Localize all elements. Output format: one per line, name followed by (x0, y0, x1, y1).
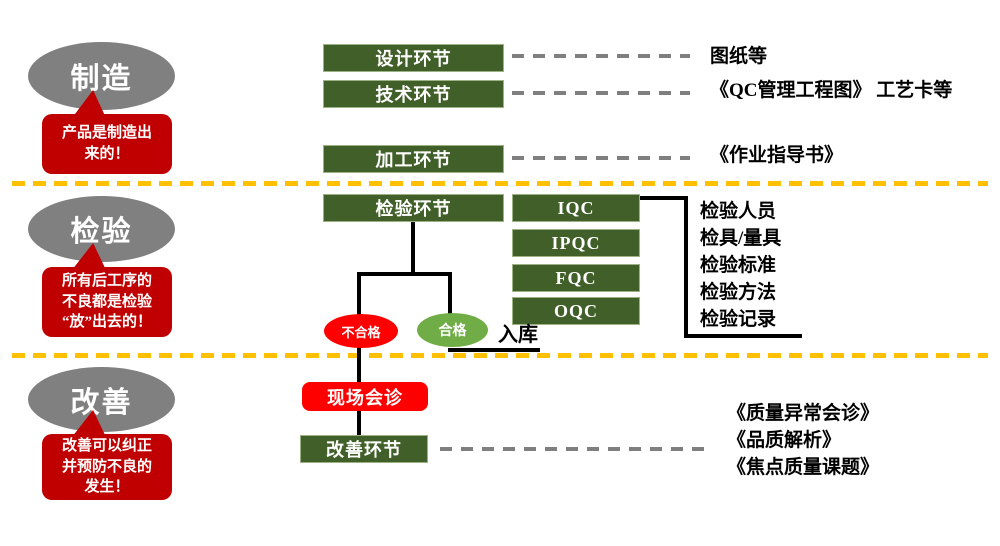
box-inspection-stage: 检验环节 (323, 194, 504, 222)
note-line: 改善可以纠正 (61, 437, 152, 454)
connector-branch-horizontal (357, 272, 452, 276)
note-line: “放”出去的！ (61, 314, 152, 331)
bubble-improvement: 改善 (28, 367, 175, 432)
section-divider-bottom (12, 353, 988, 358)
annotation-machining: 《作业指导书》 (710, 145, 844, 166)
box-design-label: 设计环节 (375, 49, 452, 69)
improvement-doc: 《焦点质量课题》 (727, 457, 880, 478)
improvement-doc: 《质量异常会诊》 (727, 403, 880, 424)
box-ipqc: IPQC (512, 229, 640, 257)
bracket-bottom-line (684, 334, 802, 338)
annotation-improvement-docs: 《质量异常会诊》 《品质解析》 《焦点质量课题》 (727, 400, 879, 481)
annotation-inspection-list: 检验人员 检具/量具 检验标准 检验方法 检验记录 (700, 198, 781, 333)
dash-design-annotation (512, 54, 690, 58)
inspection-item: 检验方法 (700, 282, 777, 303)
box-machining-label: 加工环节 (375, 150, 452, 170)
connector-storage-line (448, 348, 540, 352)
bubble-manufacture-label: 制造 (70, 63, 133, 95)
bubble-improvement-label: 改善 (70, 386, 133, 419)
box-tech-label: 技术环节 (375, 85, 452, 105)
box-iqc: IQC (512, 194, 640, 222)
box-onsite-meeting-label: 现场会诊 (327, 387, 403, 408)
dash-tech-annotation (512, 91, 690, 95)
bracket-vertical-line (684, 196, 688, 338)
box-iqc-label: IQC (557, 197, 595, 218)
inspection-item: 检验记录 (700, 309, 777, 330)
ellipse-fail-label: 不合格 (341, 324, 381, 340)
bubble-manufacture: 制造 (28, 42, 175, 110)
inspection-item: 检具/量具 (700, 228, 782, 249)
bubble-inspection: 检验 (28, 196, 175, 262)
section-divider-top (12, 181, 988, 186)
note-line: 不良都是检验 (61, 293, 152, 310)
connector-meeting-improve (357, 410, 361, 436)
dash-improvement-annotation (440, 447, 706, 451)
improvement-doc: 《品质解析》 (727, 430, 842, 451)
box-improvement-label: 改善环节 (326, 440, 402, 460)
annotation-design: 图纸等 (710, 46, 768, 67)
note-inspection: 所有后工序的 不良都是检验 “放”出去的！ (42, 267, 172, 337)
note-line: 并预防不良的 (61, 458, 152, 475)
inspection-item: 检验人员 (700, 201, 777, 222)
box-improvement-stage: 改善环节 (300, 435, 428, 463)
box-ipqc-label: IPQC (551, 232, 601, 253)
connector-pass-down (448, 272, 452, 316)
note-line: 来的！ (84, 146, 130, 162)
ellipse-pass: 合格 (417, 313, 488, 347)
box-machining-stage: 加工环节 (323, 145, 504, 173)
annotation-tech: 《QC管理工程图》 工艺卡等 (710, 80, 953, 101)
box-tech-stage: 技术环节 (323, 80, 504, 108)
storage-label: 入库 (498, 324, 538, 346)
box-fqc: FQC (512, 264, 640, 292)
box-fqc-label: FQC (555, 267, 597, 288)
bracket-top-line (640, 196, 688, 200)
note-line: 所有后工序的 (61, 272, 152, 289)
ellipse-pass-label: 合格 (438, 324, 467, 339)
note-manufacture: 产品是制造出 来的！ (42, 114, 172, 174)
box-oqc-label: OQC (553, 300, 598, 321)
note-line: 产品是制造出 (61, 125, 152, 142)
box-design-stage: 设计环节 (323, 44, 504, 72)
box-inspection-label: 检验环节 (375, 199, 452, 219)
ellipse-fail: 不合格 (324, 314, 398, 348)
box-oqc: OQC (512, 297, 640, 325)
dash-machining-annotation (512, 156, 690, 160)
bubble-inspection-label: 检验 (70, 216, 133, 248)
connector-inspection-down (411, 221, 415, 276)
note-line: 发生！ (84, 479, 130, 496)
note-improvement: 改善可以纠正 并预防不良的 发生！ (42, 434, 172, 500)
inspection-item: 检验标准 (700, 255, 777, 276)
box-onsite-meeting: 现场会诊 (302, 382, 428, 411)
